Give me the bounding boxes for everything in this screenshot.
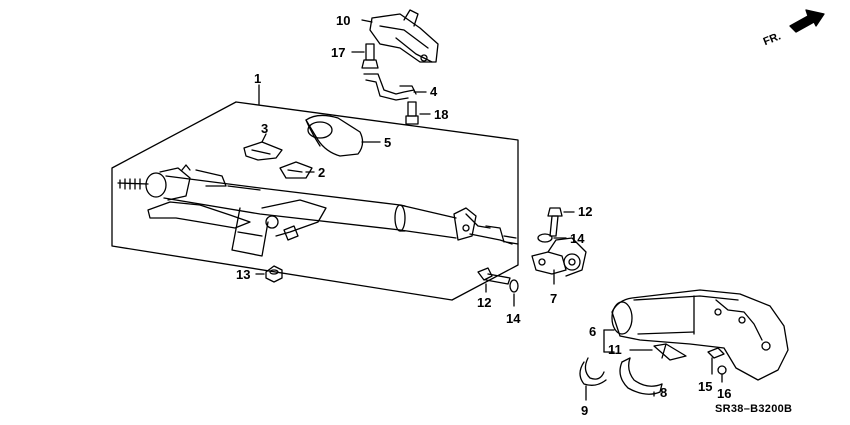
assembly-box-outline <box>111 84 519 301</box>
callout-17: 17 <box>331 45 346 60</box>
clip-part-3 <box>243 133 283 161</box>
bracket-part-4 <box>363 73 427 101</box>
callout-10: 10 <box>336 13 351 28</box>
callout-12-upper: 12 <box>578 204 593 219</box>
callout-2: 2 <box>318 165 326 180</box>
callout-4: 4 <box>430 84 438 99</box>
callout-13: 13 <box>236 267 251 282</box>
washer-part-14-upper <box>537 233 567 243</box>
callout-11: 11 <box>608 342 622 357</box>
callout-3: 3 <box>261 121 269 136</box>
callout-1: 1 <box>254 71 262 86</box>
washer-part-14-lower <box>509 279 519 307</box>
column-cover-part-6 <box>603 289 789 381</box>
fr-arrow-icon <box>789 9 825 33</box>
drawing-code: SR38–B3200B <box>715 403 793 415</box>
callout-14-lower: 14 <box>506 311 521 326</box>
bolt-part-17 <box>351 43 379 69</box>
bolt-part-12-upper <box>547 207 575 237</box>
joint-part-7 <box>531 237 587 285</box>
grommet-part-5 <box>305 114 381 157</box>
callout-8: 8 <box>660 385 668 400</box>
callout-16: 16 <box>717 386 732 401</box>
callout-15: 15 <box>698 379 713 394</box>
bolt-part-18 <box>405 101 431 125</box>
steering-column <box>117 164 519 257</box>
clip-part-2 <box>279 161 315 179</box>
callout-14-upper: 14 <box>570 231 585 246</box>
callout-9: 9 <box>581 403 589 418</box>
callout-12-lower: 12 <box>477 295 492 310</box>
band-part-9 <box>579 357 607 401</box>
nut-part-13 <box>255 265 283 283</box>
callout-7: 7 <box>550 291 558 306</box>
band-part-8 <box>619 357 663 397</box>
callout-18: 18 <box>434 107 449 122</box>
callout-6: 6 <box>589 324 597 339</box>
bracket-part-10 <box>361 9 439 63</box>
bolt-part-12-lower <box>477 267 511 293</box>
screw-part-16 <box>717 365 727 383</box>
screw-part-15 <box>707 347 725 375</box>
callout-5: 5 <box>384 135 392 150</box>
clip-part-11 <box>629 343 687 361</box>
